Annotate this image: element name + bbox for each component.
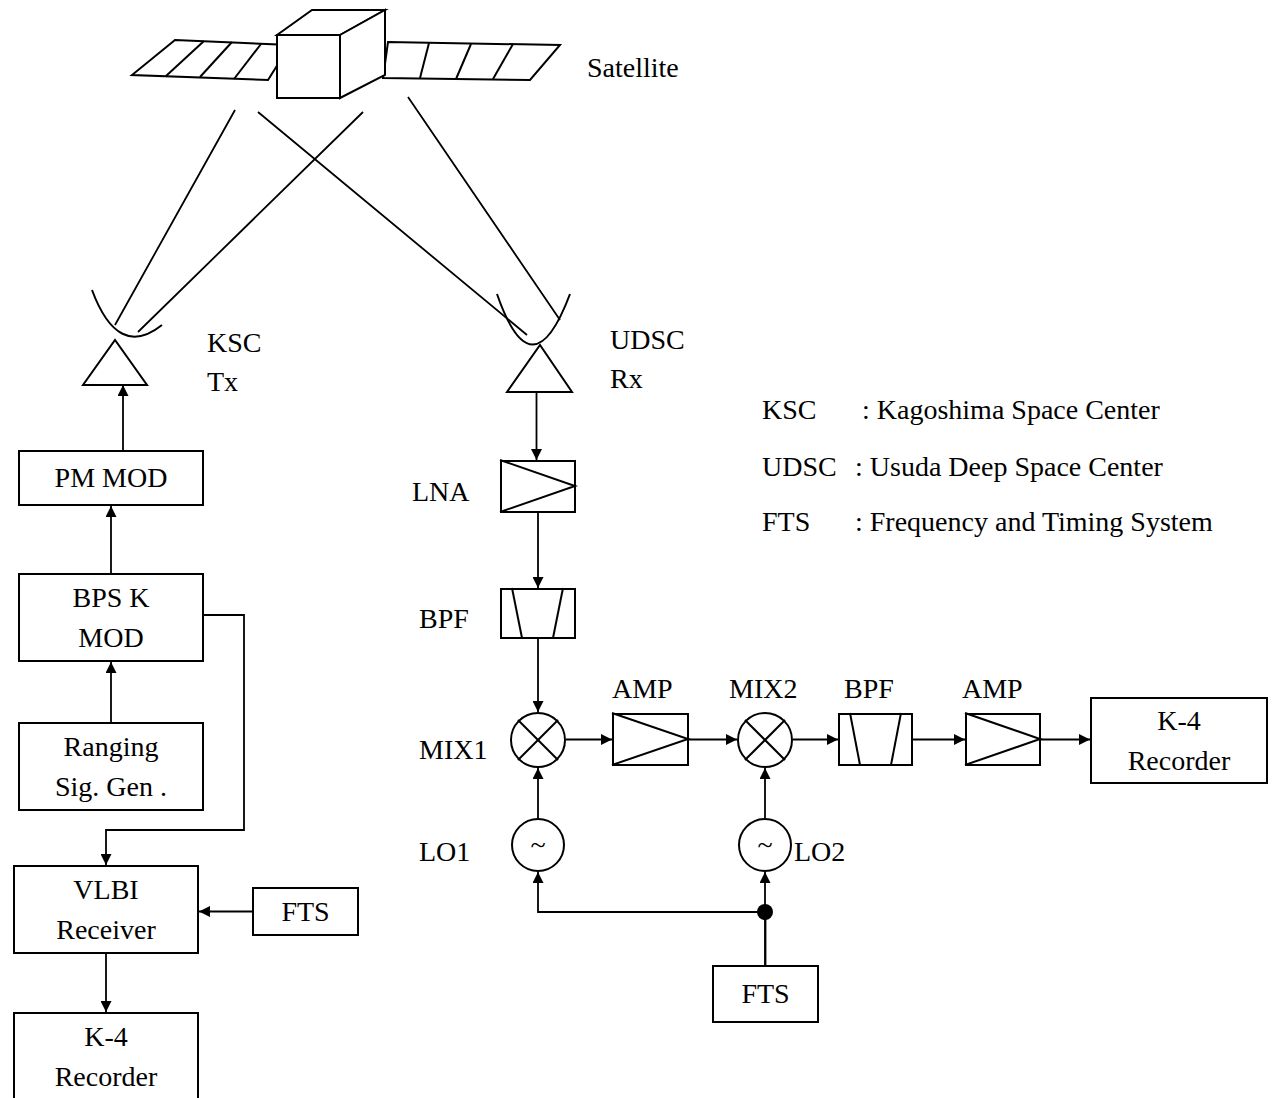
satellite: Satellite xyxy=(132,8,562,103)
component-label: BPF xyxy=(419,602,469,636)
component-label: LO2 xyxy=(794,835,845,869)
signal-line xyxy=(566,739,612,741)
box-label: BPS K MOD xyxy=(56,578,166,656)
abbreviation-note: KSC xyxy=(762,393,816,427)
signal-line xyxy=(1041,739,1090,741)
signal-line xyxy=(536,392,538,460)
signal-line xyxy=(110,506,112,573)
oscillator-circle: ~LO1 xyxy=(511,818,565,872)
box-label: K-4 Recorder xyxy=(41,1017,171,1095)
signal-line xyxy=(537,639,539,712)
antenna-symbol xyxy=(83,290,572,392)
box-label: ~ xyxy=(757,825,772,864)
signal-line xyxy=(764,768,766,818)
recorder-box: K-4 Recorder xyxy=(13,1012,199,1098)
box-label: FTS xyxy=(281,892,329,931)
process-box: PM MOD xyxy=(18,450,204,506)
box-label: ~ xyxy=(530,825,545,864)
signal-line xyxy=(110,662,112,722)
signal-line xyxy=(105,954,107,1012)
box-label: Ranging Sig. Gen . xyxy=(49,727,174,805)
abbreviation-note: : Usuda Deep Space Center xyxy=(855,450,1163,484)
component-label: MIX2 xyxy=(729,672,797,706)
antenna: UDSC Rx xyxy=(493,292,573,392)
recorder-box: K-4 Recorder xyxy=(1090,697,1268,784)
box-label: PM MOD xyxy=(55,458,168,497)
process-box: BPS K MOD xyxy=(18,573,204,662)
signal-line xyxy=(538,872,766,965)
filter-box: BPF xyxy=(838,713,913,766)
mixer-circle: MIX1 xyxy=(510,712,566,768)
abbreviation-note: UDSC xyxy=(762,450,837,484)
process-box: FTS xyxy=(252,887,359,936)
component-label: KSC Tx xyxy=(207,323,261,401)
signal-line xyxy=(689,739,737,741)
oscillator-circle: ~LO2 xyxy=(738,818,792,872)
signal-line xyxy=(537,513,539,588)
component-label: BPF xyxy=(844,672,894,706)
component-label: LNA xyxy=(412,475,470,509)
amplifier-box: AMP xyxy=(965,713,1041,766)
component-label: MIX1 xyxy=(419,733,487,767)
abbreviation-note: : Kagoshima Space Center xyxy=(862,393,1160,427)
process-box: FTS xyxy=(712,965,819,1023)
antenna: KSC Tx xyxy=(83,288,163,385)
component-label: UDSC Rx xyxy=(610,320,685,398)
box-label: VLBI Receiver xyxy=(41,870,171,948)
amplifier-box: AMP xyxy=(612,713,689,766)
box-label: FTS xyxy=(741,974,789,1013)
abbreviation-note: : Frequency and Timing System xyxy=(855,505,1213,539)
component-label: LO1 xyxy=(419,835,470,869)
beam-line xyxy=(258,97,560,335)
signal-line xyxy=(122,385,124,450)
beam-line xyxy=(115,110,363,332)
signal-line xyxy=(537,768,539,818)
component-label: AMP xyxy=(612,672,673,706)
process-box: Ranging Sig. Gen . xyxy=(18,722,204,811)
signal-line xyxy=(199,911,252,913)
signal-line xyxy=(764,872,766,965)
filter-box: BPF xyxy=(500,588,576,639)
component-symbols xyxy=(500,460,1040,765)
component-label: AMP xyxy=(962,672,1023,706)
component-label: Satellite xyxy=(587,51,679,85)
signal-line xyxy=(793,739,838,741)
process-box: VLBI Receiver xyxy=(13,865,199,954)
box-label: K-4 Recorder xyxy=(1109,701,1249,779)
abbreviation-note: FTS xyxy=(762,505,810,539)
satellite-drawing xyxy=(132,10,560,98)
signal-line xyxy=(913,739,965,741)
amplifier-box: LNA xyxy=(500,460,576,513)
mixer-circle: MIX2 xyxy=(737,712,793,768)
